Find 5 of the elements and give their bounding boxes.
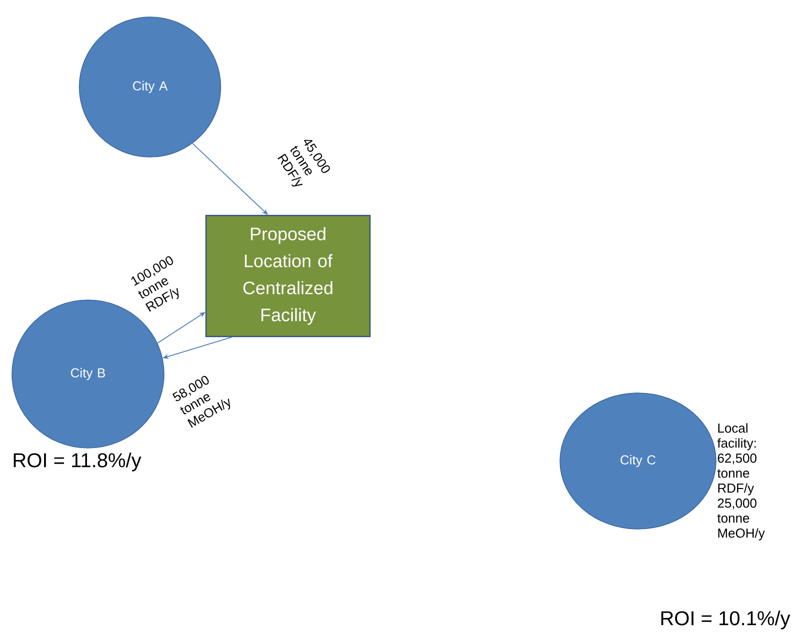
facility-note: Local facility: 62,500 tonne RDF/y 25,000 tonne MeOH/y: [717, 423, 765, 540]
facility-box: Proposed Location of Centralized Facility: [205, 214, 371, 338]
roi-label: ROI = 11.8%/y: [14, 452, 142, 472]
arrow: [192, 142, 268, 215]
roi-label: ROI = 10.1%/y: [661, 610, 790, 630]
